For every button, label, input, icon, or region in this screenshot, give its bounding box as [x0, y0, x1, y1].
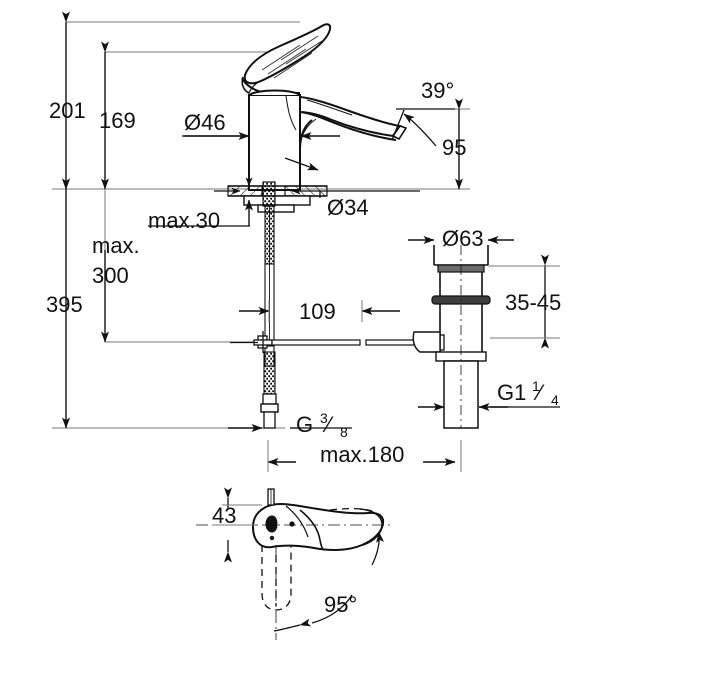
label-spout-projection: 109: [299, 299, 336, 324]
waste-drain-body: [412, 245, 491, 429]
label-shank-max: max.30: [148, 208, 220, 233]
plan-view-handle: [196, 488, 392, 640]
supply-thread-denominator: 8: [340, 424, 348, 440]
extension-lines: [52, 21, 470, 429]
label-spout-angle: 39°: [421, 78, 454, 103]
label-projection-height: 95: [442, 135, 466, 160]
dimension-labels: 201 169 Ø46 39° 95 max.30 Ø34 max. 300 3…: [46, 78, 561, 617]
label-handle-swing-angle: 95°: [324, 592, 357, 617]
vertical-dimension-lines: [62, 11, 463, 429]
label-deck-hole-diameter: Ø34: [327, 195, 369, 220]
label-handle-height: 43: [212, 503, 236, 528]
waste-thread-denominator: 4: [551, 392, 559, 408]
label-overall-height: 201: [49, 98, 86, 123]
waste-thread-g1: G1: [497, 380, 526, 405]
label-total-reach: 395: [46, 292, 83, 317]
label-waste-flange-diameter: Ø63: [442, 226, 484, 251]
label-body-diameter: Ø46: [184, 110, 226, 135]
label-waste-thread: G1 1 ⁄ 4: [497, 378, 559, 408]
label-rod-max: max.180: [320, 442, 404, 467]
supply-thread-g: G: [296, 412, 313, 437]
waste-thread-numerator: 1: [532, 378, 540, 394]
popup-waste-linkage: [230, 331, 445, 353]
label-connection-max-2: 300: [92, 263, 129, 288]
label-deck-thickness: 35-45: [505, 290, 561, 315]
label-spout-height: 169: [99, 108, 136, 133]
supply-thread-numerator: 3: [320, 410, 328, 426]
text-leader-underlines: [148, 108, 560, 429]
faucet-front-elevation: [227, 23, 408, 429]
label-supply-thread: G 3 ⁄ 8: [296, 410, 348, 440]
label-connection-max-1: max.: [92, 233, 140, 258]
